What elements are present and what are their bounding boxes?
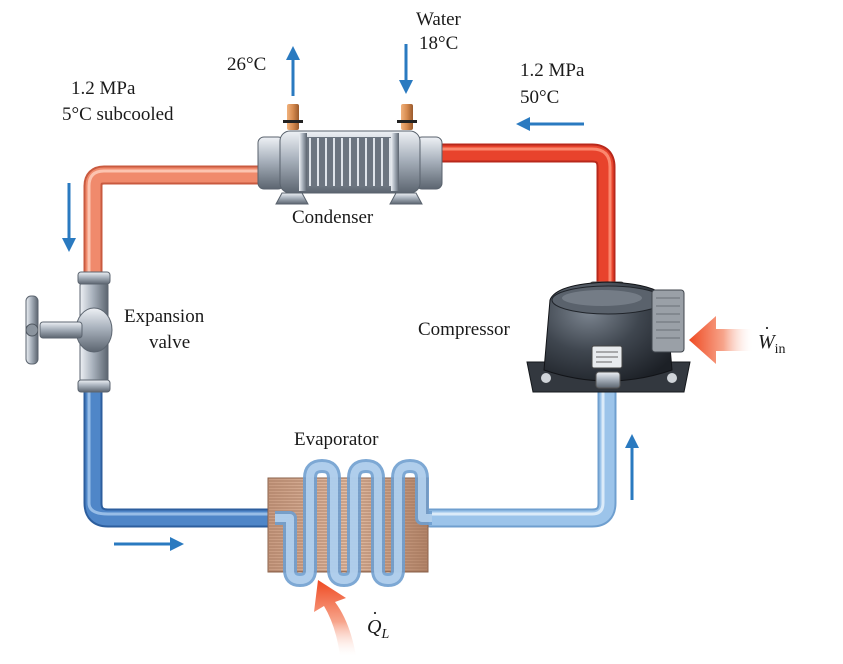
refrigerant-piping [83, 143, 617, 528]
compressor-unit [526, 281, 691, 393]
water-in-arrow [399, 44, 413, 94]
flow-arrow-left-down [62, 183, 76, 252]
condenser-exit-pressure-label: 1.2 MPa [71, 78, 136, 99]
water-outlet-nozzle [287, 104, 299, 130]
condenser-unit [257, 104, 443, 205]
work-in-label: ·Win [758, 318, 786, 357]
compressor-label: Compressor [418, 319, 510, 340]
flow-arrow-bottom-left [114, 537, 184, 551]
water-label: Water [416, 9, 461, 30]
expansion-valve-label-line2: valve [149, 332, 191, 353]
work-input-arrow [689, 316, 752, 364]
evaporator-label: Evaporator [294, 429, 379, 450]
heat-input-arrow [314, 580, 356, 656]
expansion-valve [25, 271, 113, 393]
cool-pipe-bottom-right [420, 370, 617, 528]
condenser-label: Condenser [292, 207, 374, 228]
flow-arrow-right-up [625, 434, 639, 500]
heat-in-label: ·QL [367, 603, 390, 642]
condenser-exit-state-label: 5°C subcooled [62, 104, 174, 125]
water-out-arrow [286, 46, 300, 96]
compressor-exit-pressure-label: 1.2 MPa [520, 60, 585, 81]
evaporator-unit [267, 459, 432, 587]
water-in-temp-label: 18°C [419, 33, 459, 54]
cold-pipe-bottom-left [83, 375, 285, 528]
expansion-valve-label-line1: Expansion [124, 306, 205, 327]
compressor-exit-temp-label: 50°C [520, 87, 560, 108]
water-out-temp-label: 26°C [227, 54, 267, 75]
warm-pipe-top-left [83, 165, 270, 295]
water-inlet-nozzle [401, 104, 413, 130]
flow-arrows [62, 44, 639, 551]
flow-arrow-top-right [516, 117, 584, 131]
hot-pipe-top-right [430, 143, 616, 300]
